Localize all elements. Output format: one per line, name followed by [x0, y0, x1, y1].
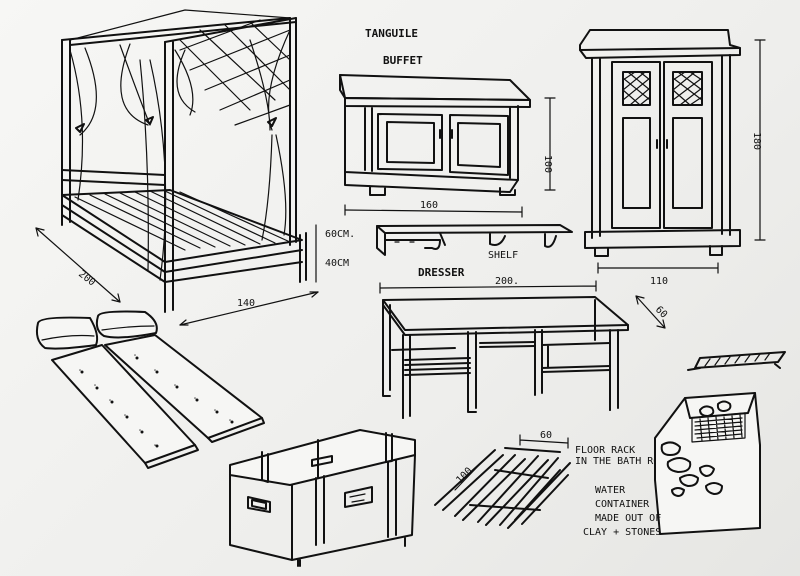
water-label-3: MADE OUT OF — [595, 513, 661, 524]
pillows-and-mattresses — [35, 310, 265, 469]
wardrobe-height-label: 180 — [751, 132, 762, 150]
floor-rack-label-2: IN THE BATH ROOM — [575, 456, 671, 467]
water-label-4: CLAY + STONES — [583, 527, 661, 538]
bed-height-40-label: 40CM — [325, 258, 349, 269]
bed-width-label: 140 — [237, 298, 255, 309]
shelf — [376, 224, 573, 256]
wardrobe — [579, 29, 766, 274]
dresser-label: DRESSER — [418, 266, 465, 279]
floor-rack-label-1: FLOOR RACK — [575, 445, 635, 456]
buffet-width-label: 160 — [420, 200, 438, 211]
chest-trunk — [229, 429, 416, 567]
bed-length-label: 200 — [76, 269, 97, 289]
dresser — [379, 280, 666, 419]
small-rack — [687, 351, 786, 371]
water-container — [654, 392, 761, 535]
buffet-height-label: 100 — [542, 155, 553, 173]
water-label-2: CONTAINER — [595, 499, 650, 510]
dresser-width-label: 200. — [495, 276, 519, 287]
buffet — [339, 74, 556, 218]
shelf-label: SHELF — [488, 250, 518, 261]
tanguile-label: TANGUILE — [365, 27, 418, 40]
floor-rack-width-label: 60 — [540, 430, 552, 441]
bed-height-60-label: 60CM. — [325, 229, 355, 240]
wardrobe-width-label: 110 — [650, 276, 668, 287]
canopy-bed — [35, 9, 319, 326]
buffet-label: BUFFET — [383, 54, 423, 67]
floor-rack — [434, 434, 571, 529]
water-label-1: WATER — [595, 485, 626, 496]
